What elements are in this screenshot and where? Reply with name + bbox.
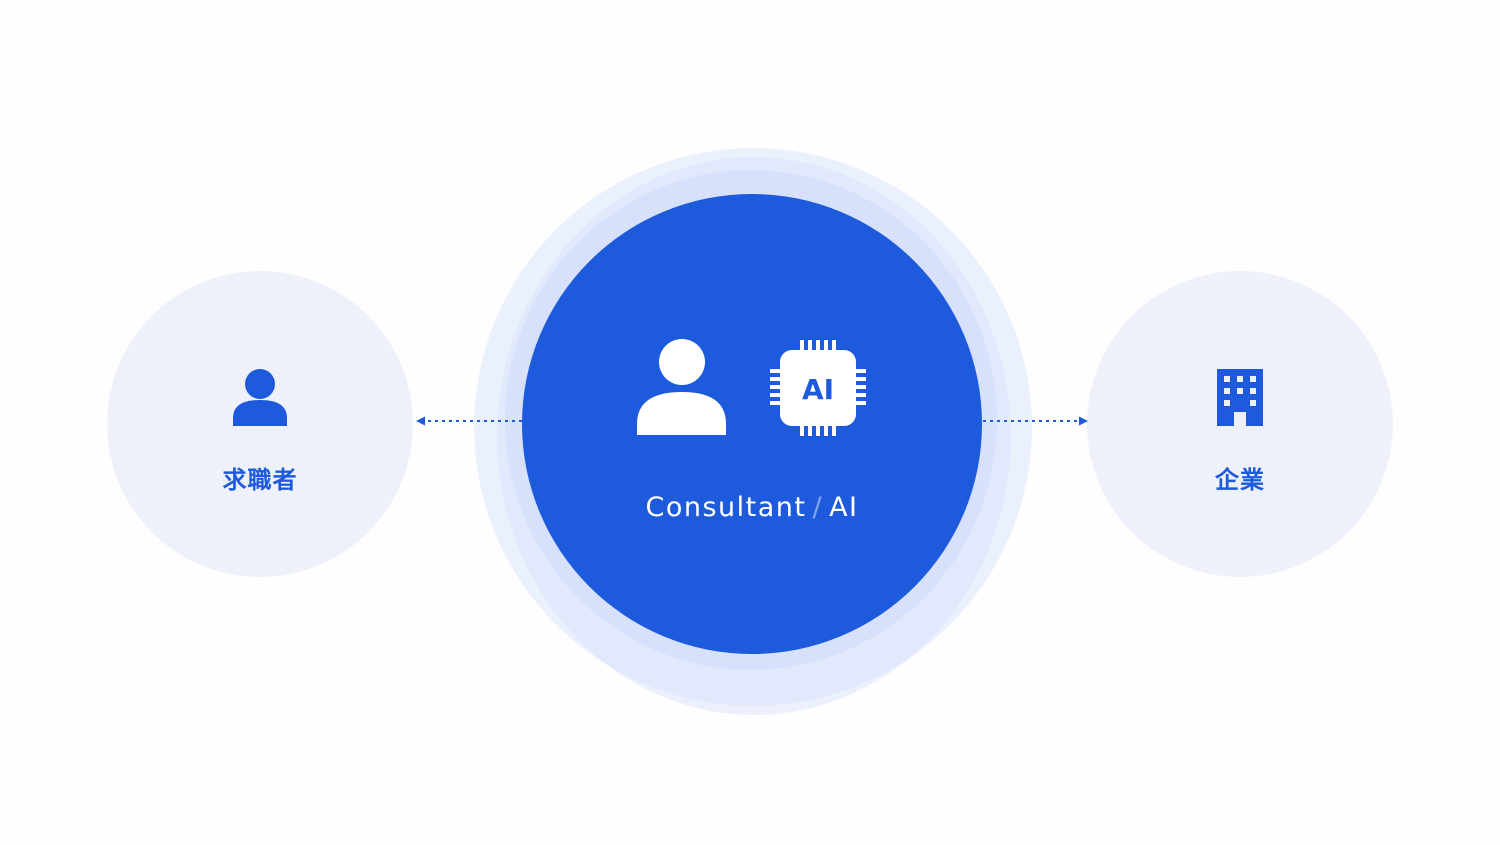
connector-right <box>983 416 1088 426</box>
label-separator: / <box>812 492 824 523</box>
job-seeker-label: 求職者 <box>222 466 298 494</box>
building-icon <box>1217 369 1263 426</box>
ai-chip-icon: AI <box>770 340 866 436</box>
consultant-ai-node <box>522 194 982 654</box>
company-label: 企業 <box>1215 466 1265 494</box>
consultant-ai-label: Consultant/AI <box>522 492 982 523</box>
connector-left <box>416 416 522 426</box>
ai-text: AI <box>829 492 859 523</box>
ai-chip-text: AI <box>802 373 834 406</box>
arrowhead-left-icon <box>416 416 425 426</box>
consultant-person-icon <box>637 339 726 435</box>
person-icon <box>233 369 287 426</box>
consultant-text: Consultant <box>645 492 807 523</box>
arrowhead-right-icon <box>1079 416 1088 426</box>
